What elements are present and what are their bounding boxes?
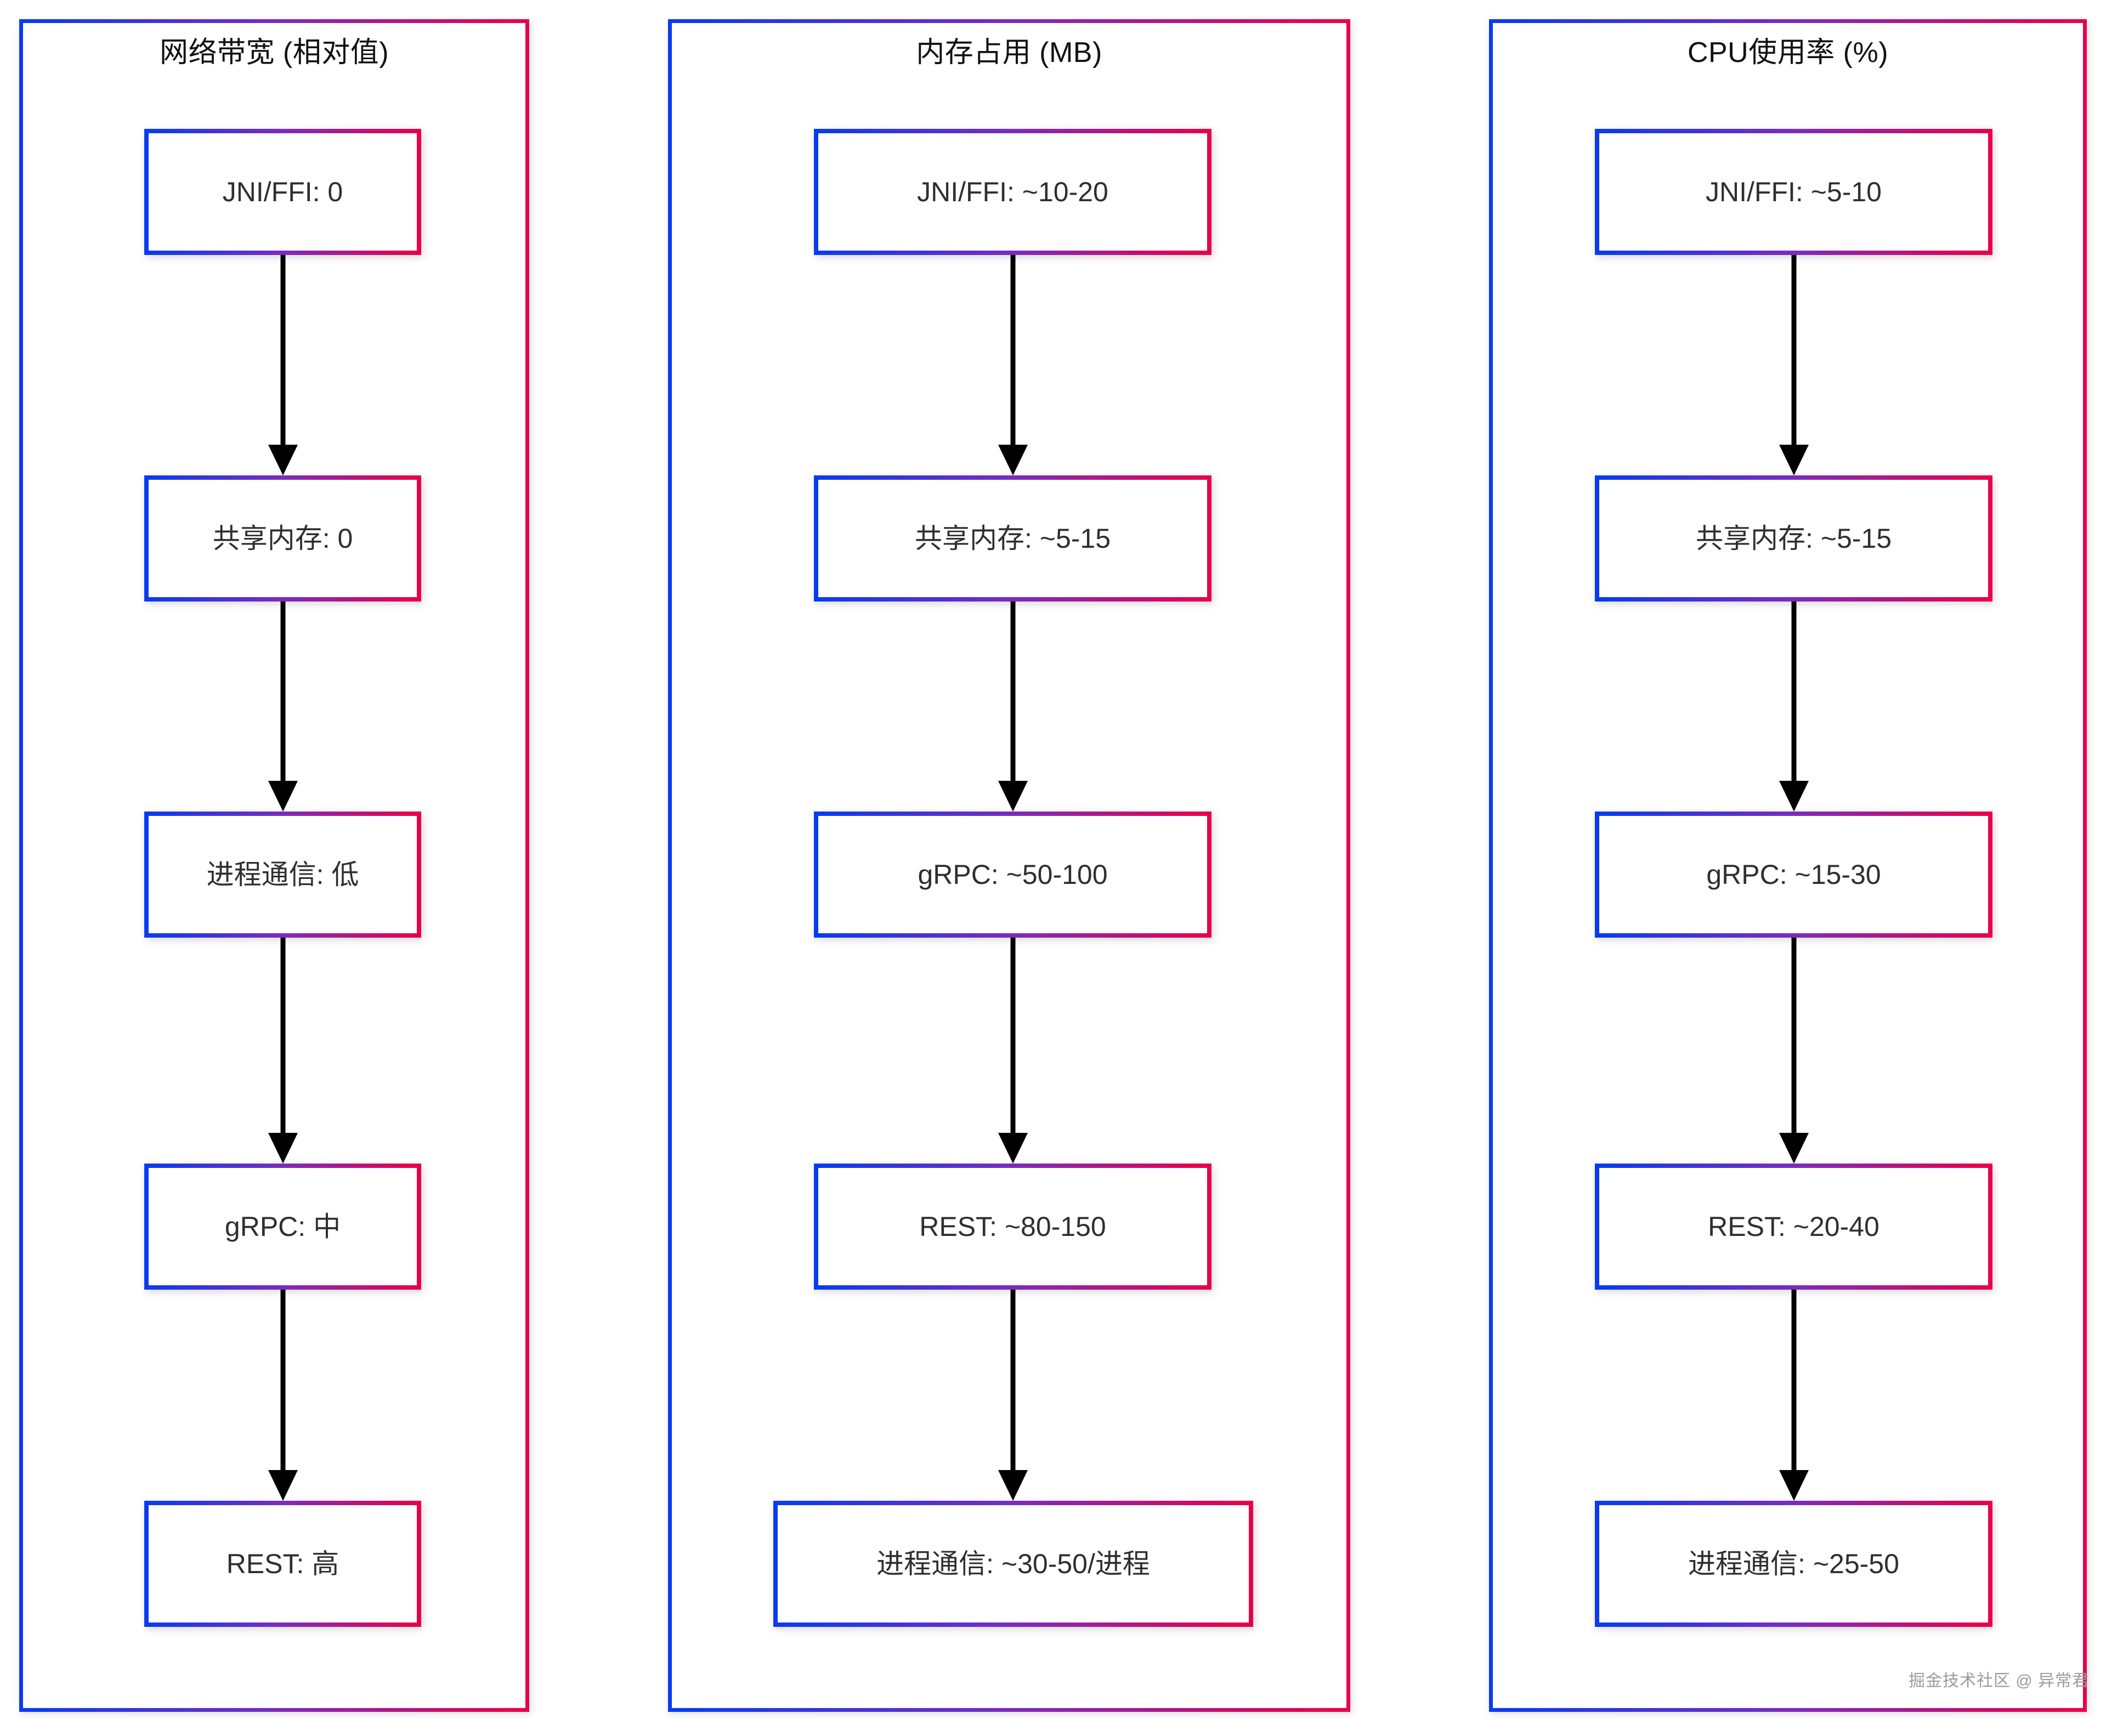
metric-panel-2: 内存占用 (MB) JNI/FFI: ~10-20 共享内存: ~5-15 gRPC:… [668,19,1350,1712]
flow-arrow-down-icon [991,602,1035,812]
node-label: REST: ~80-150 [919,1211,1106,1242]
flow-arrow-down-icon [261,602,305,812]
arrow-shaft [280,602,285,782]
flow-arrow-down-icon [1772,1290,1816,1501]
node-label: JNI/FFI: 0 [222,177,343,207]
arrow-head [998,445,1028,475]
flow-arrow-down-icon [991,1290,1035,1501]
node-box[interactable]: JNI/FFI: ~5-10 [1595,129,1992,255]
arrow-head [268,781,298,812]
arrow-head [1779,1133,1809,1164]
node-box[interactable]: JNI/FFI: 0 [144,129,421,255]
flow-arrow-down-icon [991,255,1035,475]
node-box[interactable]: gRPC: ~15-30 [1595,812,1992,938]
node-box[interactable]: 共享内存: 0 [144,475,421,602]
metric-panel-3: CPU使用率 (%) JNI/FFI: ~5-10 共享内存: ~5-15 gRPC:… [1489,19,2087,1712]
arrow-head [268,1133,298,1164]
node-box[interactable]: 共享内存: ~5-15 [814,475,1211,602]
flow-arrow-down-icon [261,938,305,1164]
arrow-shaft [1010,1290,1015,1471]
node-label: 共享内存: ~5-15 [914,523,1111,554]
arrow-shaft [280,255,285,446]
node-box[interactable]: REST: 高 [144,1501,421,1627]
flow-arrow-down-icon [261,1290,305,1501]
arrow-head [1779,1470,1809,1501]
node-label: gRPC: ~15-30 [1706,859,1881,890]
node-label: 进程通信: 低 [206,859,359,890]
arrow-head [268,445,298,475]
arrow-shaft [1791,938,1796,1134]
node-label: 进程通信: ~30-50/进程 [876,1548,1150,1579]
node-label: gRPC: ~50-100 [918,859,1108,890]
node-label: JNI/FFI: ~5-10 [1706,177,1882,207]
node-label: JNI/FFI: ~10-20 [917,177,1108,207]
node-label: 共享内存: 0 [212,523,353,554]
panel-title: 内存占用 (MB) [916,37,1102,69]
arrow-shaft [280,938,285,1134]
panel-title: CPU使用率 (%) [1687,37,1889,69]
node-box[interactable]: 共享内存: ~5-15 [1595,475,1992,602]
arrow-head [1779,445,1809,475]
node-box[interactable]: JNI/FFI: ~10-20 [814,129,1211,255]
node-box[interactable]: REST: ~80-150 [814,1164,1211,1290]
flow-arrow-down-icon [261,255,305,475]
arrow-shaft [1010,255,1015,446]
node-label: 进程通信: ~25-50 [1688,1548,1899,1579]
arrow-shaft [1791,255,1796,446]
arrow-shaft [280,1290,285,1471]
node-box[interactable]: gRPC: 中 [144,1164,421,1290]
metric-panel-1: 网络带宽 (相对值) JNI/FFI: 0 共享内存: 0 进程通信: 低 gRPC: … [19,19,529,1712]
arrow-shaft [1010,938,1015,1134]
arrow-head [1779,781,1809,812]
panel-title: 网络带宽 (相对值) [159,37,389,69]
arrow-shaft [1791,602,1796,782]
flow-arrow-down-icon [991,938,1035,1164]
node-box[interactable]: 进程通信: ~25-50 [1595,1501,1992,1627]
arrow-head [998,781,1028,812]
arrow-head [268,1470,298,1501]
watermark: 掘金技术社区 @ 异常君 [1909,1672,2090,1690]
node-label: REST: 高 [226,1548,339,1579]
arrow-head [998,1470,1028,1501]
node-box[interactable]: gRPC: ~50-100 [814,812,1211,938]
node-label: gRPC: 中 [224,1211,341,1242]
arrow-head [998,1133,1028,1164]
arrow-shaft [1791,1290,1796,1471]
node-box[interactable]: 进程通信: ~30-50/进程 [773,1501,1253,1627]
arrow-shaft [1010,602,1015,782]
node-box[interactable]: REST: ~20-40 [1595,1164,1992,1290]
flow-arrow-down-icon [1772,255,1816,475]
flow-arrow-down-icon [1772,602,1816,812]
node-label: REST: ~20-40 [1708,1211,1879,1242]
node-label: 共享内存: ~5-15 [1695,523,1892,554]
flow-arrow-down-icon [1772,938,1816,1164]
node-box[interactable]: 进程通信: 低 [144,812,421,938]
